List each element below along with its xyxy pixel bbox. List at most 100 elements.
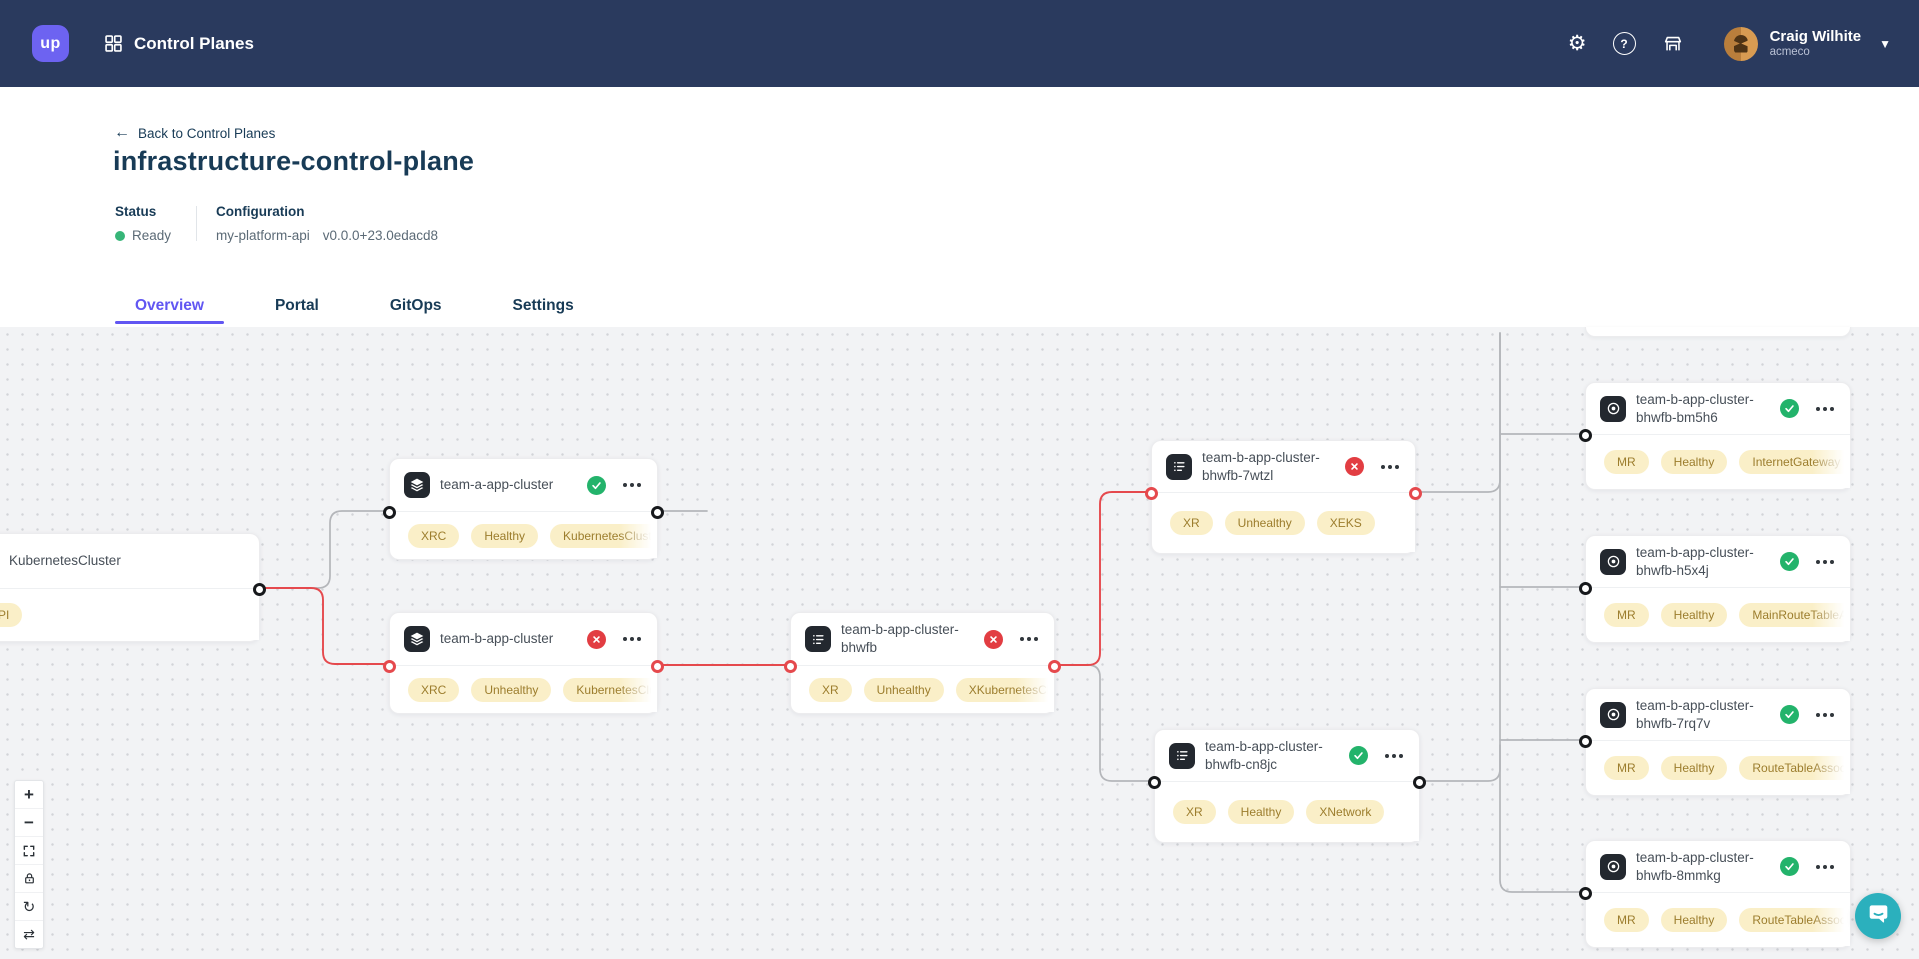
badge: Healthy bbox=[471, 523, 539, 548]
left-handle[interactable] bbox=[383, 505, 396, 519]
left-handle[interactable] bbox=[1579, 886, 1592, 900]
left-handle[interactable] bbox=[383, 659, 396, 673]
marketplace-icon[interactable] bbox=[1662, 33, 1684, 55]
node-menu-button[interactable] bbox=[1018, 633, 1040, 645]
unhealthy-status-icon bbox=[984, 629, 1003, 649]
zoom-in-button[interactable]: + bbox=[15, 781, 43, 809]
badge: MR bbox=[1604, 450, 1649, 474]
settings-gear-icon[interactable]: ⚙ bbox=[1567, 32, 1587, 55]
back-arrow-icon: ← bbox=[114, 124, 130, 141]
tab-bar: Overview Portal GitOps Settings bbox=[115, 288, 625, 324]
right-handle[interactable] bbox=[1409, 486, 1422, 500]
back-to-control-planes-link[interactable]: ← Back to Control Planes bbox=[114, 125, 275, 141]
badge: RouteTableAssociation bbox=[1739, 756, 1849, 780]
help-icon[interactable]: ? bbox=[1612, 32, 1636, 55]
canvas-controls: + − ↻ ⇄ bbox=[14, 780, 44, 949]
badge: KubernetesCluster bbox=[563, 677, 656, 702]
badge: Healthy bbox=[1660, 603, 1728, 627]
target-icon bbox=[1600, 548, 1626, 575]
left-handle[interactable] bbox=[784, 659, 797, 673]
node-menu-button[interactable] bbox=[621, 479, 643, 491]
right-handle[interactable] bbox=[1413, 775, 1426, 789]
node-menu-button[interactable] bbox=[1814, 403, 1836, 415]
target-icon bbox=[1600, 853, 1626, 880]
upbound-logo[interactable]: up bbox=[32, 25, 69, 62]
tab-settings[interactable]: Settings bbox=[512, 297, 574, 314]
node-badges: MRHealthyRouteTableAssociation bbox=[1586, 741, 1849, 795]
lock-button[interactable] bbox=[15, 865, 43, 893]
node-menu-button[interactable] bbox=[1383, 750, 1405, 762]
grid-icon[interactable] bbox=[104, 34, 123, 53]
page-title: infrastructure-control-plane bbox=[113, 146, 475, 176]
healthy-status-icon bbox=[587, 475, 606, 495]
list-icon bbox=[805, 626, 831, 652]
node-menu-button[interactable] bbox=[1379, 461, 1401, 473]
node-title: team-b-app-cluster-bhwfb-h5x4j bbox=[1636, 544, 1754, 578]
user-name: Craig Wilhite bbox=[1769, 27, 1862, 45]
badge: MR bbox=[1604, 908, 1649, 932]
tab-gitops[interactable]: GitOps bbox=[389, 297, 442, 314]
clipped-node-card[interactable] bbox=[1585, 327, 1851, 337]
healthy-status-icon bbox=[1780, 399, 1799, 418]
user-menu[interactable]: Craig Wilhite acmeco ▼ bbox=[1723, 26, 1891, 61]
node-card-kubernetes-cluster[interactable]: K KubernetesClusterAPI bbox=[0, 533, 266, 642]
left-handle[interactable] bbox=[1579, 428, 1592, 442]
left-handle[interactable] bbox=[1579, 581, 1592, 595]
healthy-status-icon bbox=[1780, 552, 1799, 571]
chevron-down-icon: ▼ bbox=[1879, 36, 1891, 51]
back-label: Back to Control Planes bbox=[138, 125, 276, 141]
sync-icon: ⇄ bbox=[23, 926, 35, 942]
app-section-title: Control Planes bbox=[134, 33, 254, 53]
layers-icon bbox=[404, 626, 430, 652]
tab-overview[interactable]: Overview bbox=[115, 288, 224, 324]
status-configuration-panel: Status Ready Configuration my-platform-a… bbox=[115, 204, 438, 243]
left-handle[interactable] bbox=[1145, 486, 1158, 500]
configuration-name: my-platform-api bbox=[216, 228, 310, 243]
status-value: Ready bbox=[132, 228, 172, 243]
right-handle[interactable] bbox=[651, 659, 664, 673]
chat-launcher-button[interactable] bbox=[1855, 893, 1901, 939]
node-menu-button[interactable] bbox=[1814, 709, 1836, 721]
tab-portal[interactable]: Portal bbox=[274, 297, 319, 314]
zoom-out-button[interactable]: − bbox=[15, 809, 43, 837]
sync-button[interactable]: ⇄ bbox=[15, 921, 43, 948]
node-title: KubernetesCluster bbox=[9, 553, 121, 569]
badge: InternetGateway bbox=[1739, 450, 1849, 474]
node-menu-button[interactable] bbox=[1814, 861, 1836, 873]
node-badges: XRCUnhealthyKubernetesCluster bbox=[390, 666, 656, 713]
fit-view-button[interactable] bbox=[15, 837, 43, 865]
badge: XKubernetesCluster bbox=[955, 677, 1053, 702]
minus-icon: − bbox=[24, 812, 34, 832]
right-handle[interactable] bbox=[253, 582, 266, 596]
configuration-version: v0.0.0+23.0edacd8 bbox=[322, 228, 439, 243]
left-handle[interactable] bbox=[1579, 734, 1592, 748]
badge: MR bbox=[1604, 603, 1649, 627]
fit-view-icon bbox=[22, 844, 36, 858]
unhealthy-status-icon bbox=[587, 629, 606, 649]
badge: XR bbox=[809, 677, 852, 702]
chat-bubble-icon bbox=[1867, 902, 1890, 930]
badge: Unhealthy bbox=[863, 677, 944, 702]
avatar bbox=[1723, 26, 1758, 61]
rotate-button[interactable]: ↻ bbox=[15, 893, 43, 921]
badge: XEKS bbox=[1316, 511, 1375, 535]
node-title: team-b-app-cluster-bhwfb-bm5h6 bbox=[1636, 391, 1754, 425]
right-handle[interactable] bbox=[651, 505, 664, 519]
node-menu-button[interactable] bbox=[621, 633, 643, 645]
left-handle[interactable] bbox=[1148, 775, 1161, 789]
right-handle[interactable] bbox=[1048, 659, 1061, 673]
node-menu-button[interactable] bbox=[1814, 556, 1836, 568]
node-title: team-b-app-cluster-bhwfb-7rq7v bbox=[1636, 697, 1754, 731]
node-title: team-b-app-cluster-bhwfb-7wtzl bbox=[1202, 449, 1320, 483]
